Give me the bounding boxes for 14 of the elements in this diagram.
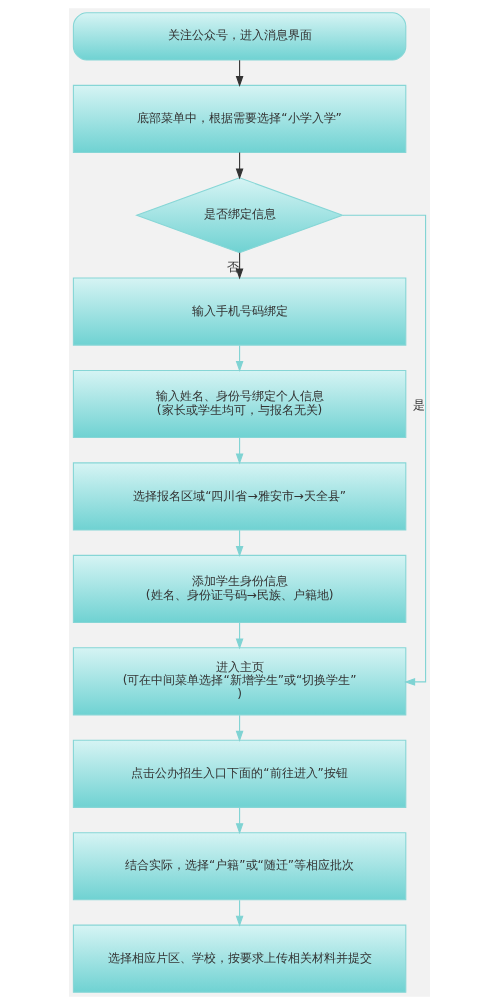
node-box: 点击公办招生入口下面的“前往进入”按钮: [72, 739, 407, 808]
node-box: 结合实际，选择“户籍”或“随迁”等相应批次: [72, 832, 407, 901]
node-diamond: 是否绑定信息: [135, 177, 345, 254]
node-box: 进入主页 (可在中间菜单选择“新增学生”或“切换学生”): [72, 647, 407, 716]
node-box: 底部菜单中，根据需要选择“小学入学”: [72, 84, 407, 154]
node-box: 添加学生身份信息 (姓名、身份证号码→民族、户籍地): [72, 554, 407, 623]
arrow: [342, 214, 427, 686]
node-box: 输入手机号码绑定: [72, 277, 407, 346]
node-box: 关注公众号，进入消息界面: [72, 12, 407, 61]
edge-label: 否: [226, 259, 239, 274]
node-box: 选择相应片区、学校，按要求上传相关材料并提交: [72, 924, 407, 993]
node-box: 输入姓名、身份号绑定个人信息 (家长或学生均可，与报名无关): [72, 369, 407, 439]
edge-label: 是: [412, 398, 425, 413]
node-box: 选择报名区域“四川省→雅安市→天全县”: [72, 462, 407, 531]
